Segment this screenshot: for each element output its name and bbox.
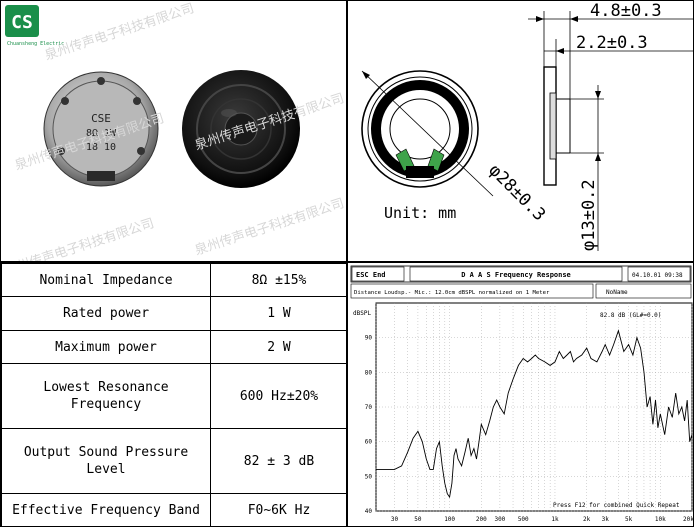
esc-end-label: ESC End xyxy=(356,271,386,279)
chart-title: D A A S Frequency Response xyxy=(461,271,571,279)
magnet-diameter-dimension: φ13±0.2 xyxy=(579,179,599,251)
table-row: Maximum power 2 W xyxy=(1,329,346,365)
x-tick-label: 100 xyxy=(444,516,455,523)
chart-annotation: 82.8 dB (GL#=0.0) xyxy=(600,312,661,319)
spec-label: Rated power xyxy=(1,296,211,331)
file-name: NoName xyxy=(606,289,628,296)
y-tick-label: 80 xyxy=(365,369,373,376)
technical-drawing-panel: φ28±0.3 Unit: mm 4.8±0.3 2.2±0.3 φ13±0.2 xyxy=(347,0,694,262)
series-line xyxy=(376,329,693,499)
y-tick-label: 50 xyxy=(365,473,373,480)
x-tick-label: 3k xyxy=(602,516,610,523)
spec-value: 2 W xyxy=(210,329,346,365)
measurement-info: Distance Loudsp.- Mic.: 12.0cm dBSPL nor… xyxy=(354,290,550,296)
svg-text:CS: CS xyxy=(11,12,33,33)
company-logo-icon: CS Chuansheng Electric xyxy=(5,5,64,47)
x-tick-label: 50 xyxy=(414,516,422,523)
spec-value: 8Ω ±15% xyxy=(210,263,346,298)
table-row: Effective Frequency Band F0~6K Hz xyxy=(1,493,346,526)
unit-label: Unit: mm xyxy=(384,204,456,222)
spec-value: F0~6K Hz xyxy=(210,493,346,526)
speaker-brand-label: CSE xyxy=(91,112,111,125)
y-tick-label: 70 xyxy=(365,404,373,411)
outer-diameter-dimension: φ28±0.3 xyxy=(484,160,549,225)
x-tick-label: 1k xyxy=(551,516,559,523)
x-tick-label: 200 xyxy=(476,516,487,523)
spec-label: Lowest Resonance Frequency xyxy=(1,363,211,430)
body-thickness-dimension: 2.2±0.3 xyxy=(576,33,648,53)
x-tick-label: 20kHz xyxy=(683,516,694,523)
x-tick-label: 300 xyxy=(494,516,505,523)
esc-end-button[interactable] xyxy=(351,266,405,282)
frequency-response-panel: ESC End D A A S Frequency Response 04.10… xyxy=(347,262,694,527)
y-tick-label: 90 xyxy=(365,335,373,342)
x-tick-label: 2k xyxy=(583,516,591,523)
frequency-response-chart: ESC End D A A S Frequency Response 04.10… xyxy=(350,265,694,523)
x-tick-label: 30 xyxy=(391,516,399,523)
spec-value: 1 W xyxy=(210,296,346,331)
spec-value: 600 Hz±20% xyxy=(210,363,346,430)
table-row: Nominal Impedance 8Ω ±15% xyxy=(1,263,346,298)
spec-label: Maximum power xyxy=(1,329,211,365)
table-row: Lowest Resonance Frequency 600 Hz±20% xyxy=(1,363,346,430)
product-photo-panel: CSE 8Ω 1W 18 10 CS Chuansheng Electric 泉… xyxy=(0,0,347,262)
spec-label: Nominal Impedance xyxy=(1,263,211,298)
y-tick-label: 60 xyxy=(365,439,373,446)
specification-table-panel: Nominal Impedance 8Ω ±15% Rated power 1 … xyxy=(0,262,347,527)
chart-date: 04.10.01 09:38 xyxy=(632,272,683,279)
specification-table: Nominal Impedance 8Ω ±15% Rated power 1 … xyxy=(1,263,346,526)
speaker-photo: CSE 8Ω 1W 18 10 CS Chuansheng Electric xyxy=(5,5,300,188)
x-tick-label: 10k xyxy=(655,516,666,523)
speaker-code-label: 18 10 xyxy=(86,142,116,153)
x-tick-label: 5k xyxy=(625,516,633,523)
table-row: Rated power 1 W xyxy=(1,296,346,331)
spec-label: Effective Frequency Band xyxy=(1,493,211,526)
y-tick-label: 40 xyxy=(365,508,373,515)
total-thickness-dimension: 4.8±0.3 xyxy=(590,1,662,21)
chart-footer: Press F12 for combined Quick Repeat xyxy=(553,502,680,509)
spec-label: Output Sound Pressure Level xyxy=(1,428,211,495)
y-axis-label: dBSPL xyxy=(353,310,371,317)
speaker-spec-label: 8Ω 1W xyxy=(86,128,117,139)
svg-text:Chuansheng Electric: Chuansheng Electric xyxy=(7,41,64,47)
dimension-drawing: φ28±0.3 Unit: mm 4.8±0.3 2.2±0.3 φ13±0.2 xyxy=(361,1,693,251)
table-row: Output Sound Pressure Level 82 ± 3 dB xyxy=(1,428,346,495)
spec-value: 82 ± 3 dB xyxy=(210,428,346,495)
x-tick-label: 500 xyxy=(518,516,529,523)
